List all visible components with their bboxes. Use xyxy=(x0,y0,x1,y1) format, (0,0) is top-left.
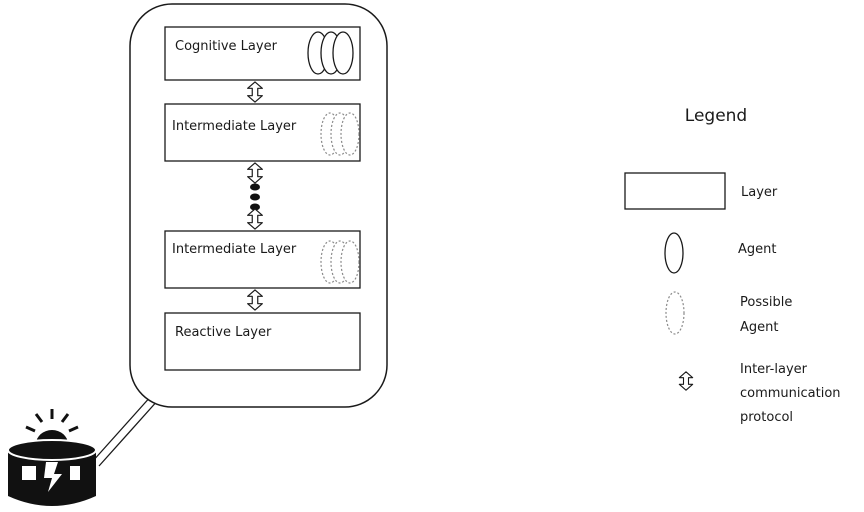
legend-label-possible: Possible xyxy=(740,295,792,310)
possible-agent-dotted-ellipse-icon xyxy=(665,291,685,335)
layer-label: Reactive Layer xyxy=(175,325,272,340)
legend-label-protocol: protocol xyxy=(740,410,793,425)
agent-ellipse-icon xyxy=(664,232,684,274)
legend: Legend Layer Agent Possible Agent Inter-… xyxy=(624,106,841,425)
legend-label-agent: Agent xyxy=(738,242,776,257)
layer-label: Intermediate Layer xyxy=(172,119,297,134)
robot-connector xyxy=(91,394,160,467)
double-arrow-icon xyxy=(678,371,694,391)
legend-label-layer: Layer xyxy=(741,185,778,200)
reactive-layer: Reactive Layer xyxy=(164,312,361,371)
layer-label: Cognitive Layer xyxy=(175,39,278,54)
robot-device-icon xyxy=(7,409,97,506)
layer-rectangle-icon xyxy=(624,172,726,210)
intermediate-layer-top: Intermediate Layer xyxy=(164,103,361,162)
intermediate-layer-bottom: Intermediate Layer xyxy=(164,230,361,289)
legend-label-possible-agent: Agent xyxy=(740,320,778,335)
possible-agent-stack-icon xyxy=(320,112,360,156)
legend-label-interlayer: Inter-layer xyxy=(740,362,808,377)
layer-label: Intermediate Layer xyxy=(172,242,297,257)
ellipsis-dots xyxy=(250,183,260,211)
cognitive-layer: Cognitive Layer xyxy=(164,26,361,81)
agent-stack-icon xyxy=(307,31,354,75)
legend-label-communication: communication xyxy=(740,386,841,401)
possible-agent-stack-icon xyxy=(320,240,360,284)
legend-title: Legend xyxy=(685,106,747,126)
